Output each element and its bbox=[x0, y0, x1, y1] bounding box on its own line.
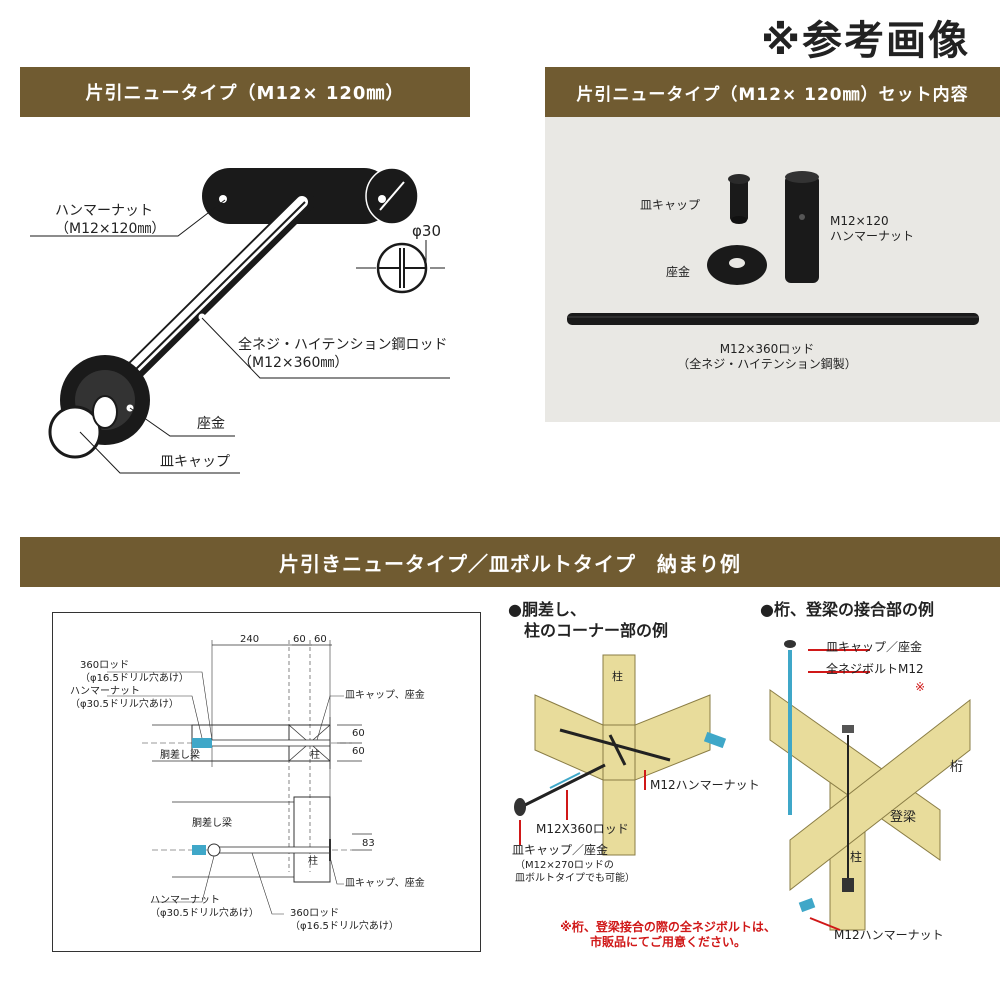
corner-note: （M12×270ロッドの 皿ボルトタイプでも可能） bbox=[515, 860, 635, 885]
photo-rod-label: M12×360ロッド （全ネジ・ハイテンション鋼製） bbox=[672, 342, 862, 372]
corner-rod-label: M12X360ロッド bbox=[536, 822, 629, 836]
footnote-line1: ※桁、登梁接合の際の全ネジボルトは、 bbox=[560, 920, 776, 934]
dim-v83: 83 bbox=[362, 838, 375, 849]
drawing-beam-a: 胴差し梁 bbox=[160, 750, 200, 761]
photo-rod-label-line2: （全ネジ・ハイテンション鋼製） bbox=[677, 357, 857, 371]
girder-post-label: 柱 bbox=[850, 850, 863, 864]
hammer-nut-label-line1: ハンマーナット bbox=[55, 203, 153, 219]
corner-example-heading: ●胴差し、 柱のコーナー部の例 bbox=[508, 600, 668, 642]
example-banner: 片引きニュータイプ／皿ボルトタイプ 納まり例 bbox=[20, 537, 1000, 587]
girder-example-heading: ●桁、登梁の接合部の例 bbox=[760, 600, 934, 619]
dim-v60b: 60 bbox=[352, 746, 365, 757]
girder-nut-label: M12ハンマーナット bbox=[834, 928, 944, 942]
girder-label: 桁 bbox=[950, 760, 964, 775]
cap-label: 皿キャップ bbox=[160, 454, 230, 470]
set-contents-banner: 片引ニュータイプ（M12× 120㎜）セット内容 bbox=[545, 67, 1000, 117]
product-diagram bbox=[30, 167, 450, 474]
hammer-nut-label: ハンマーナット （M12×120㎜） bbox=[55, 202, 165, 238]
footnote: ※桁、登梁接合の際の全ネジボルトは、 市販品にてご用意ください。 bbox=[548, 920, 788, 950]
drawing-nut-label-a: ハンマーナット （φ30.5ドリル穴あけ） bbox=[70, 686, 179, 711]
diameter-label: φ30 bbox=[412, 222, 441, 240]
drawing-nut-a-line1: ハンマーナット bbox=[70, 686, 140, 697]
drawing-nut-label-b: ハンマーナット （φ30.5ドリル穴あけ） bbox=[150, 895, 259, 920]
drawing-cap-b: 皿キャップ、座金 bbox=[345, 878, 425, 889]
dim-60a: 60 bbox=[293, 634, 306, 645]
drawing-rod-b-line1: 360ロッド bbox=[290, 908, 340, 919]
hammer-nut-label-line2: （M12×120㎜） bbox=[55, 221, 166, 238]
set-contents-photo bbox=[545, 117, 1000, 422]
rod-item bbox=[567, 313, 979, 325]
drawing-rod-label-a: 360ロッド （φ16.5ドリル穴あけ） bbox=[80, 660, 189, 685]
drawing-cap-a: 皿キャップ、座金 bbox=[345, 690, 425, 701]
drawing-rod-a-line1: 360ロッド bbox=[80, 660, 130, 671]
photo-washer-label: 座金 bbox=[666, 265, 691, 279]
photo-rod-label-line1: M12×360ロッド bbox=[719, 342, 815, 356]
drawing-post-a: 柱 bbox=[310, 750, 320, 761]
cap-shape bbox=[48, 405, 102, 459]
drawing-rod-label-b: 360ロッド （φ16.5ドリル穴あけ） bbox=[290, 908, 399, 933]
drawing-post-b: 柱 bbox=[308, 856, 318, 867]
cap-item bbox=[730, 177, 748, 221]
corner-post-label: 柱 bbox=[612, 670, 623, 683]
photo-nut-label-line2: ハンマーナット bbox=[830, 229, 915, 243]
corner-illustration bbox=[514, 654, 727, 856]
photo-cap-label: 皿キャップ bbox=[640, 198, 701, 212]
nut-item bbox=[785, 175, 819, 283]
rod-label: 全ネジ・ハイテンション鋼ロッド （M12×360㎜） bbox=[238, 336, 447, 372]
drawing-nut-a-line2: （φ30.5ドリル穴あけ） bbox=[70, 698, 179, 710]
corner-heading-line1: ●胴差し、 bbox=[508, 600, 586, 619]
rod-label-line2: （M12×360㎜） bbox=[238, 355, 349, 372]
photo-nut-label-line1: M12×120 bbox=[830, 214, 889, 228]
technical-drawing bbox=[52, 612, 481, 952]
girder-cap-label: 皿キャップ／座金 bbox=[826, 640, 923, 654]
drawing-rod-a-line2: （φ16.5ドリル穴あけ） bbox=[80, 672, 189, 684]
drawing-beam-b: 胴差し梁 bbox=[192, 818, 232, 829]
dim-240: 240 bbox=[240, 634, 260, 645]
photo-nut-label: M12×120 ハンマーナット bbox=[830, 214, 914, 244]
rod-label-line1: 全ネジ・ハイテンション鋼ロッド bbox=[238, 337, 448, 353]
corner-note-line2: 皿ボルトタイプでも可能） bbox=[515, 872, 635, 884]
product-banner: 片引ニュータイプ（M12× 120㎜） bbox=[20, 67, 470, 117]
corner-note-line1: （M12×270ロッドの bbox=[515, 860, 614, 871]
washer-label: 座金 bbox=[197, 416, 225, 432]
dim-60b: 60 bbox=[314, 634, 327, 645]
set-contents-items bbox=[567, 171, 979, 325]
corner-cap-label: 皿キャップ／座金 bbox=[512, 843, 609, 857]
reference-image-note: ※参考画像 bbox=[761, 18, 970, 64]
footnote-line2: 市販品にてご用意ください。 bbox=[589, 935, 746, 949]
dim-v60a: 60 bbox=[352, 728, 365, 739]
corner-heading-line2: 柱のコーナー部の例 bbox=[524, 620, 669, 640]
rafter-label: 登梁 bbox=[890, 810, 917, 825]
girder-bolt-label: 全ネジボルトM12 bbox=[826, 662, 924, 676]
corner-nut-label: M12ハンマーナット bbox=[650, 778, 760, 792]
drawing-rod-b-line2: （φ16.5ドリル穴あけ） bbox=[290, 920, 399, 932]
girder-illustration bbox=[769, 640, 971, 931]
drawing-nut-b-line1: ハンマーナット bbox=[150, 895, 220, 906]
drawing-nut-b-line2: （φ30.5ドリル穴あけ） bbox=[150, 907, 259, 919]
girder-bolt-mark: ※ bbox=[915, 680, 926, 694]
